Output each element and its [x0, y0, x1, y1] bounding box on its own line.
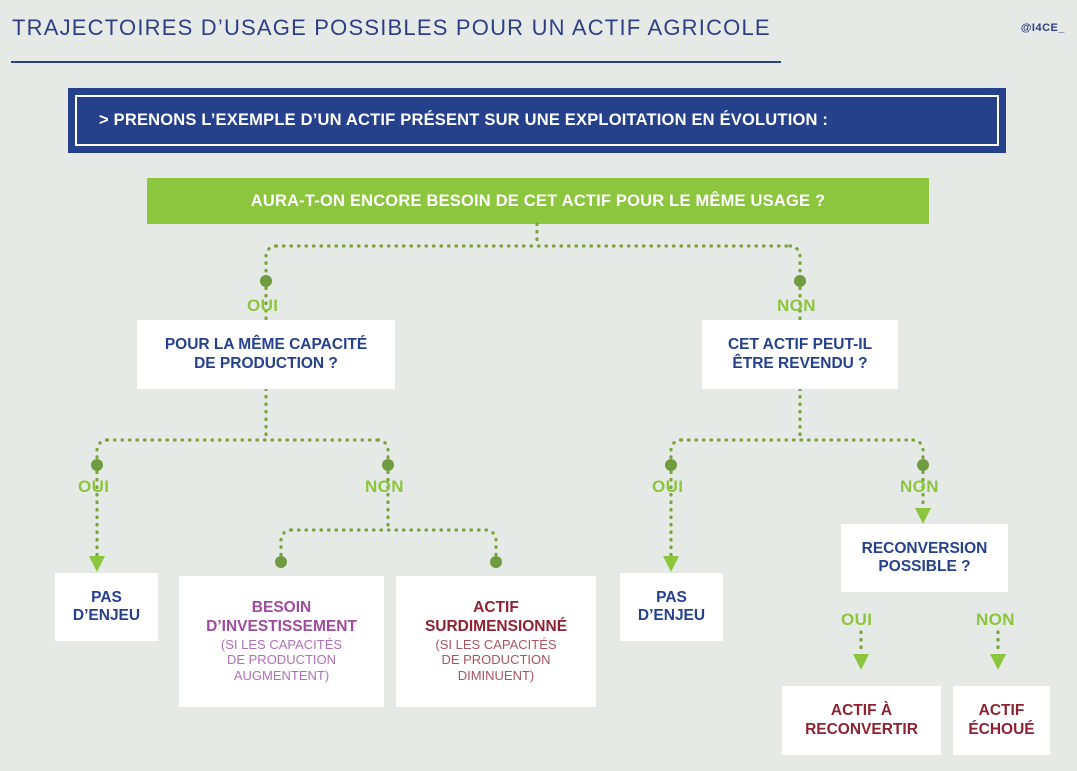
intro-banner: > PRENONS L’EXEMPLE D’UN ACTIF PRÉSENT S… — [68, 88, 1006, 153]
node-resale-question: CET ACTIF PEUT-IL ÊTRE REVENDU ? — [702, 320, 898, 389]
node-oversized-asset: ACTIF SURDIMENSIONNÉ (SI LES CAPACITÉS D… — [396, 576, 596, 707]
node-convert-line2: RECONVERTIR — [805, 720, 918, 738]
branch-label-capacity-yes: OUI — [78, 477, 110, 496]
node-no-issue-left-line2: D’ENJEU — [72, 607, 141, 624]
node-investment-sub3: AUGMENTENT) — [233, 668, 330, 684]
intro-banner-text: > PRENONS L’EXEMPLE D’UN ACTIF PRÉSENT S… — [99, 111, 829, 129]
node-oversized-sub1: (SI LES CAPACITÉS — [435, 636, 557, 652]
node-reconversion-line1: RECONVERSION — [861, 539, 988, 557]
brand-handle: @I4CE_ — [1020, 22, 1065, 34]
node-convert-line1: ACTIF À — [830, 702, 893, 720]
branch-label-resale-no: NON — [900, 477, 939, 496]
node-capacity-question: POUR LA MÊME CAPACITÉ DE PRODUCTION ? — [137, 320, 395, 389]
node-reconversion-question: RECONVERSION POSSIBLE ? — [841, 524, 1008, 592]
node-investment-sub1: (SI LES CAPACITÉS — [220, 636, 343, 652]
node-no-issue-left: PAS D’ENJEU — [55, 573, 158, 641]
node-oversized-line1: ACTIF — [473, 599, 519, 617]
page-title: TRAJECTOIRES D’USAGE POSSIBLES POUR UN A… — [12, 15, 771, 40]
node-no-issue-right-line2: D’ENJEU — [637, 607, 706, 624]
node-asset-to-convert: ACTIF À RECONVERTIR — [782, 686, 941, 755]
node-capacity-line2: DE PRODUCTION ? — [194, 354, 338, 372]
node-oversized-sub3: DIMINUENT) — [457, 668, 535, 684]
node-no-issue-right-line1: PAS — [656, 588, 687, 606]
branch-label-root-no: NON — [777, 296, 816, 315]
branch-label-capacity-no: NON — [365, 477, 404, 496]
node-oversized-sub2: DE PRODUCTION — [441, 652, 551, 668]
root-question-bar: AURA-T-ON ENCORE BESOIN DE CET ACTIF POU… — [147, 178, 929, 224]
root-question-text: AURA-T-ON ENCORE BESOIN DE CET ACTIF POU… — [250, 191, 826, 210]
node-capacity-line1: POUR LA MÊME CAPACITÉ — [164, 336, 368, 354]
branch-label-reconversion-yes: OUI — [841, 610, 873, 629]
node-oversized-line2: SURDIMENSIONNÉ — [424, 617, 568, 635]
node-no-issue-right: PAS D’ENJEU — [620, 573, 723, 641]
node-investment-line1: BESOIN — [251, 599, 312, 617]
node-investment-need: BESOIN D’INVESTISSEMENT (SI LES CAPACITÉ… — [179, 576, 384, 707]
node-resale-line2: ÊTRE REVENDU ? — [732, 354, 868, 372]
node-stranded-line1: ACTIF — [978, 702, 1025, 720]
title-divider — [11, 61, 781, 63]
node-no-issue-left-line1: PAS — [91, 588, 122, 606]
node-stranded-asset: ACTIF ÉCHOUÉ — [953, 686, 1050, 755]
node-stranded-line2: ÉCHOUÉ — [968, 720, 1035, 738]
branch-label-resale-yes: OUI — [652, 477, 684, 496]
branch-label-reconversion-no: NON — [976, 610, 1015, 629]
intro-banner-frame: > PRENONS L’EXEMPLE D’UN ACTIF PRÉSENT S… — [75, 95, 999, 146]
node-resale-line1: CET ACTIF PEUT-IL — [727, 336, 873, 354]
node-investment-line2: D’INVESTISSEMENT — [206, 617, 357, 635]
branch-label-root-yes: OUI — [247, 296, 279, 315]
node-investment-sub2: DE PRODUCTION — [226, 652, 337, 668]
node-reconversion-line2: POSSIBLE ? — [878, 558, 971, 575]
